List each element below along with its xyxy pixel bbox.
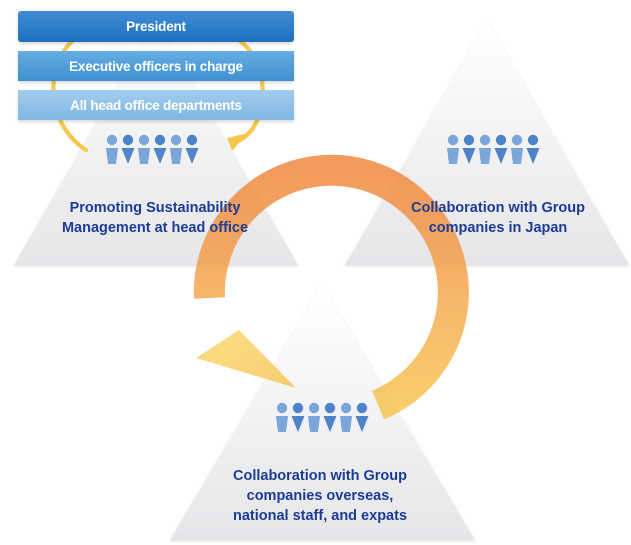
group-overseas-label: Collaboration with Group companies overs… [200,466,440,526]
president-bar: President [18,11,294,42]
president-label: President [126,19,186,34]
group-overseas-line2: companies overseas, [246,488,394,504]
departments-label: All head office departments [70,97,242,113]
group-overseas-line1: Collaboration with Group [233,468,407,484]
head-office-line1: Promoting Sustainability [69,200,241,216]
group-overseas-line3: national staff, and expats [232,508,408,524]
head-office-label: Promoting Sustainability Management at h… [40,198,270,238]
circular-arrows-icon [193,154,469,420]
group-japan-line2: companies in Japan [428,220,568,236]
departments-bar: All head office departments [18,90,294,120]
head-office-line2: Management at head office [61,220,249,236]
executive-officers-label: Executive officers in charge [69,58,243,74]
group-japan-label: Collaboration with Group companies in Ja… [388,198,608,238]
executive-officers-bar: Executive officers in charge [18,51,294,81]
group-japan-line1: Collaboration with Group [411,200,585,216]
triangle-group-overseas [170,284,475,540]
